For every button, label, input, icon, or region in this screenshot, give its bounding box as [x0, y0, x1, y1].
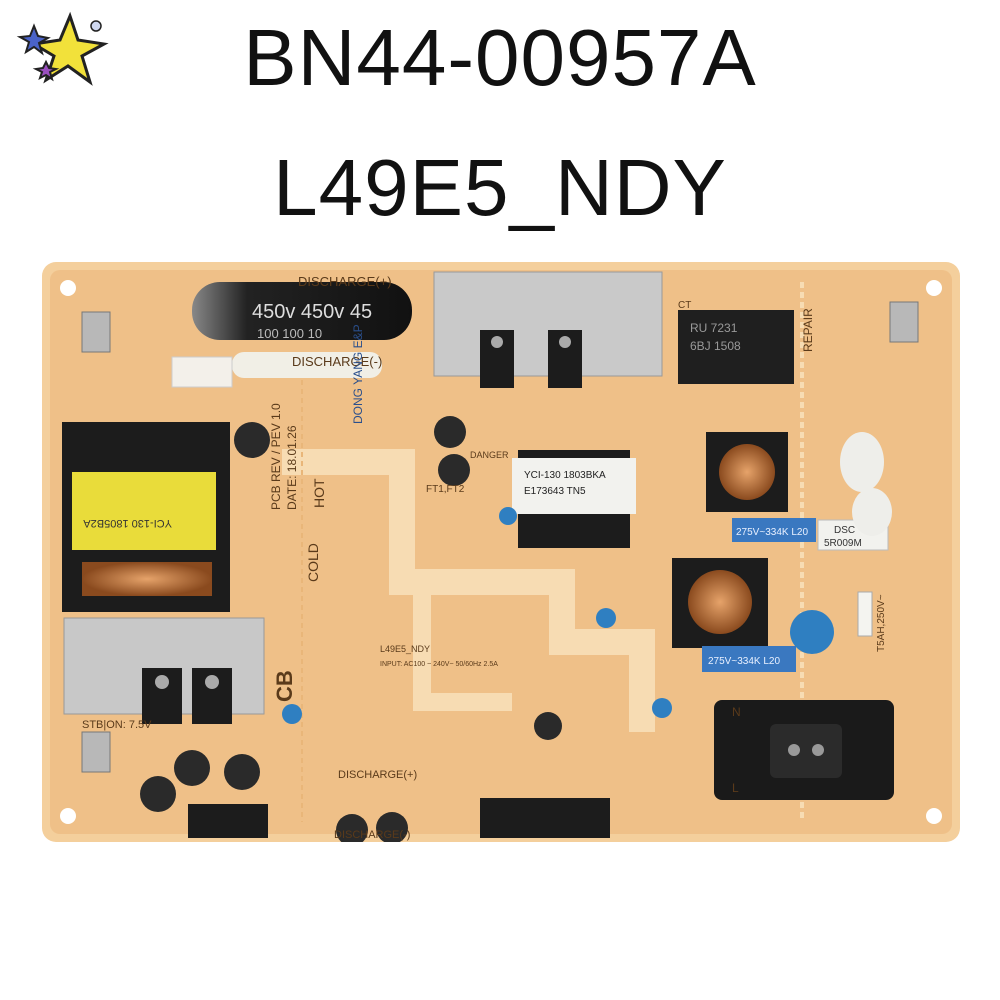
title-part-number: BN44-00957A [243, 13, 757, 102]
discharge-top-minus: DISCHARGE(-) [292, 354, 382, 369]
x-capacitor-rating-2: 275V~334K L20 [708, 656, 780, 667]
electrolytic-capacitor [434, 416, 466, 448]
choke-winding [688, 570, 752, 634]
glue-blob [232, 352, 382, 378]
screw-icon [155, 675, 169, 689]
pcb-date: DATE: 18.01.26 [285, 425, 299, 510]
screw-icon [559, 336, 571, 348]
maker-label: DONG YANG E&P [351, 324, 365, 424]
screw-icon [205, 675, 219, 689]
output-connector [480, 798, 610, 838]
pfc-label-tape [512, 458, 636, 514]
connector-header [188, 804, 268, 838]
mounting-hole [60, 280, 76, 296]
ceramic-resistor [171, 356, 233, 388]
electrolytic-capacitor [438, 454, 470, 486]
dsc-code: 5R009M [824, 538, 862, 549]
capacitor-rating-2: 100 100 10 [257, 326, 322, 341]
ft-label: FT1,FT2 [426, 484, 465, 495]
power-board-photo: 450v 450v 45 100 100 10 DISCHARGE(+) DIS… [42, 262, 960, 842]
danger-label: DANGER [470, 450, 509, 460]
mounting-hole [926, 280, 942, 296]
electrolytic-capacitor [336, 814, 368, 842]
mounting-hole [60, 808, 76, 824]
electrolytic-capacitor [234, 422, 270, 458]
title-model: L49E5_NDY [273, 143, 727, 232]
neutral-mark: N [732, 705, 741, 719]
glue-blob [840, 432, 884, 492]
sparkle-logo-icon [16, 11, 109, 86]
ct-label: CT [678, 300, 691, 311]
bridge-label: RU 7231 [690, 321, 738, 335]
model-label: L49E5_NDY [380, 644, 430, 654]
pfc-cert: E173643 TN5 [524, 486, 586, 497]
bridge-rectifier [678, 310, 794, 384]
varistor [790, 610, 834, 654]
x-capacitor-rating: 275V~334K L20 [736, 527, 808, 538]
ceramic-capacitor [282, 704, 302, 724]
pcb-surface [50, 270, 952, 834]
pcb-trace [413, 592, 512, 711]
transformer-label-tape [72, 472, 216, 550]
discharge-top-plus: DISCHARGE(+) [298, 274, 392, 289]
pfc-code: YCI-130 1803BKA [524, 470, 606, 481]
capacitor-rating: 450v 450v 45 [252, 301, 372, 323]
ground-clip [81, 731, 111, 773]
electrolytic-capacitor [534, 712, 562, 740]
fuse [857, 591, 873, 637]
ac-pin [788, 744, 800, 756]
ceramic-capacitor [652, 698, 672, 718]
choke-winding [719, 444, 775, 500]
ground-clip [889, 301, 919, 343]
ac-pin [812, 744, 824, 756]
line-mark: L [732, 781, 739, 795]
bulk-capacitor [192, 282, 412, 340]
ceramic-capacitor [596, 608, 616, 628]
mounting-hole [926, 808, 942, 824]
dsc-label: DSC [834, 525, 855, 536]
bridge-label-2: 6BJ 1508 [690, 339, 741, 353]
ac-inlet-opening [770, 724, 842, 778]
input-info: INPUT: AC100 ~ 240V~ 50/60Hz 2.5A [380, 661, 498, 668]
cb-label: CB [272, 670, 297, 702]
glue-blob [852, 488, 892, 536]
repair-label: REPAIR [801, 308, 815, 352]
transformer-code: YCI-130 1805B2A [83, 517, 172, 529]
standby-label: STB|ON: 7.5V [82, 719, 152, 731]
x-capacitor [702, 646, 796, 672]
screw-icon [491, 336, 503, 348]
discharge-bottom-plus: DISCHARGE(+) [338, 769, 417, 781]
electrolytic-capacitor [174, 750, 210, 786]
electrolytic-capacitor [224, 754, 260, 790]
ground-clip [81, 311, 111, 353]
electrolytic-capacitor [376, 812, 408, 842]
fuse-rating: T5AH,250V~ [876, 594, 887, 652]
discharge-bottom-minus: DISCHARGE(-) [334, 829, 410, 841]
x-capacitor [732, 518, 816, 542]
electrolytic-capacitor [140, 776, 176, 812]
cold-label: COLD [305, 543, 321, 582]
hot-label: HOT [311, 478, 327, 508]
pcb-revision: PCB REV / PEV 1.0 [269, 403, 283, 510]
ceramic-capacitor [499, 507, 517, 525]
transformer-winding [82, 562, 212, 596]
pcb-trace [282, 449, 655, 732]
